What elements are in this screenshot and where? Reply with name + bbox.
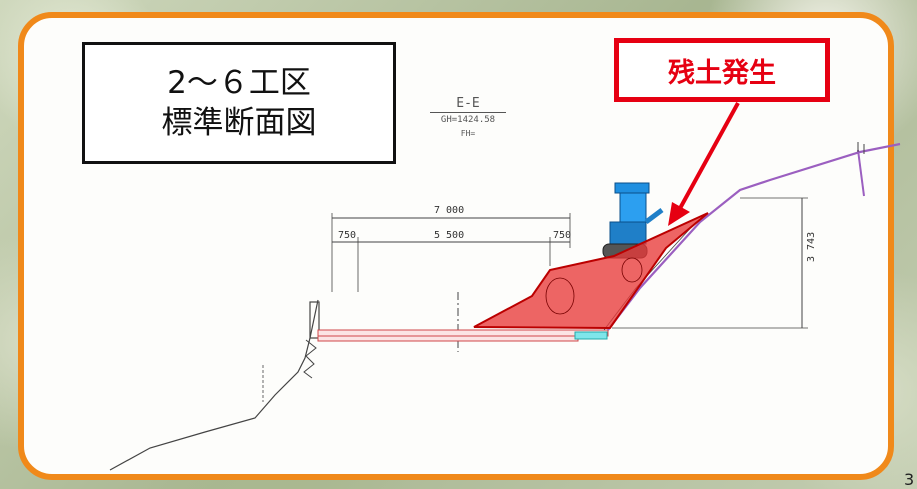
title-line-1: 2～６工区 [167,65,311,101]
title-box: 2～６工区 標準断面図 [82,42,396,164]
side-ditch [574,331,608,340]
dim-left-shoulder: 750 [338,230,357,241]
section-label: E-E GH=1424.58 FH= [430,96,506,138]
section-name: E-E [430,96,506,113]
left-retaining-wall [309,301,320,339]
pavement-layer [317,329,609,337]
callout-label: 残土発生 [668,57,776,89]
surplus-soil-area [473,212,709,330]
dim-height: 3 743 [806,231,817,262]
callout-arrow [676,102,740,213]
section-gh: GH=1424.58 [440,115,496,125]
left-slope-protection [303,339,317,379]
dim-total-width: 7 000 [434,205,465,216]
page-number: 3 [904,470,915,489]
surplus-soil-callout: 残土発生 [614,38,830,102]
dim-center-width: 5 500 [434,230,465,241]
dim-right-shoulder: 750 [553,230,572,241]
section-fh: FH= [460,129,476,138]
ground-line [109,299,319,471]
title-line-2: 標準断面図 [161,105,317,141]
cut-slope [607,142,901,331]
